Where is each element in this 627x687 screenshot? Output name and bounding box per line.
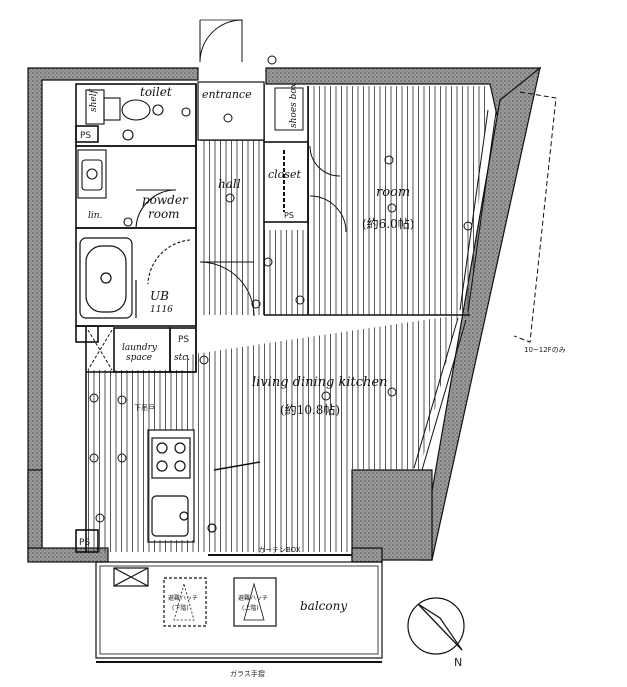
- label-ldk-size: (約10.8帖): [280, 402, 340, 417]
- note-curtain-box: カーテンBOX: [258, 546, 301, 554]
- hatch-lower-label-1: 避難ハッチ: [168, 594, 198, 602]
- laundry-area: [87, 329, 127, 463]
- hatch-lower-label-2: (下階): [172, 604, 189, 612]
- label-laundry-1: laundry: [122, 343, 158, 353]
- compass-north: N: [454, 656, 462, 669]
- powder-room-fixtures: [77, 149, 191, 285]
- note-floors: 10~12Fのみ: [524, 346, 566, 354]
- kitchen-counter: [147, 429, 217, 543]
- label-room-size: (約6.0帖): [362, 216, 414, 231]
- label-hall: hall: [218, 177, 241, 191]
- hatch-upper-label-2: (上階): [242, 604, 259, 612]
- label-entrance: entrance: [202, 88, 252, 101]
- label-laundry-2: space: [126, 353, 152, 363]
- label-powder-2: room: [148, 207, 180, 221]
- unit-bath: [79, 237, 137, 319]
- ps-mark-bottom: PS: [79, 538, 90, 548]
- label-balcony: balcony: [300, 599, 347, 613]
- hatch-upper-label-1: 避難ハッチ: [238, 594, 268, 602]
- label-powder-1: powder: [142, 193, 189, 207]
- label-room: room: [376, 185, 410, 200]
- window-strip: [413, 91, 557, 471]
- note-glass-rail: ガラス手摺: [230, 669, 265, 678]
- label-storage: stc.: [174, 353, 190, 363]
- floor-finish: [86, 86, 488, 552]
- ps-mark-top: PS: [80, 131, 91, 141]
- ps-mark-middle: PS: [178, 335, 189, 345]
- balcony-area: [95, 554, 383, 663]
- label-linen: lin.: [88, 211, 103, 221]
- compass: [407, 597, 465, 655]
- label-ldk: living dining kitchen: [252, 375, 387, 390]
- label-ub: UB: [150, 289, 169, 303]
- label-shoes-box: shoes box: [289, 83, 299, 128]
- label-toilet: toilet: [140, 85, 172, 99]
- label-ub-size: 1116: [150, 305, 173, 315]
- hall-doors: [95, 113, 473, 523]
- label-shelf: shelf: [89, 88, 99, 112]
- note-downlight: 下吊戸: [134, 404, 155, 412]
- toilet-fixture: [85, 89, 191, 141]
- entrance-area: [197, 19, 304, 141]
- ps-mark-closet: PS: [284, 211, 294, 220]
- label-closet: closet: [268, 168, 301, 181]
